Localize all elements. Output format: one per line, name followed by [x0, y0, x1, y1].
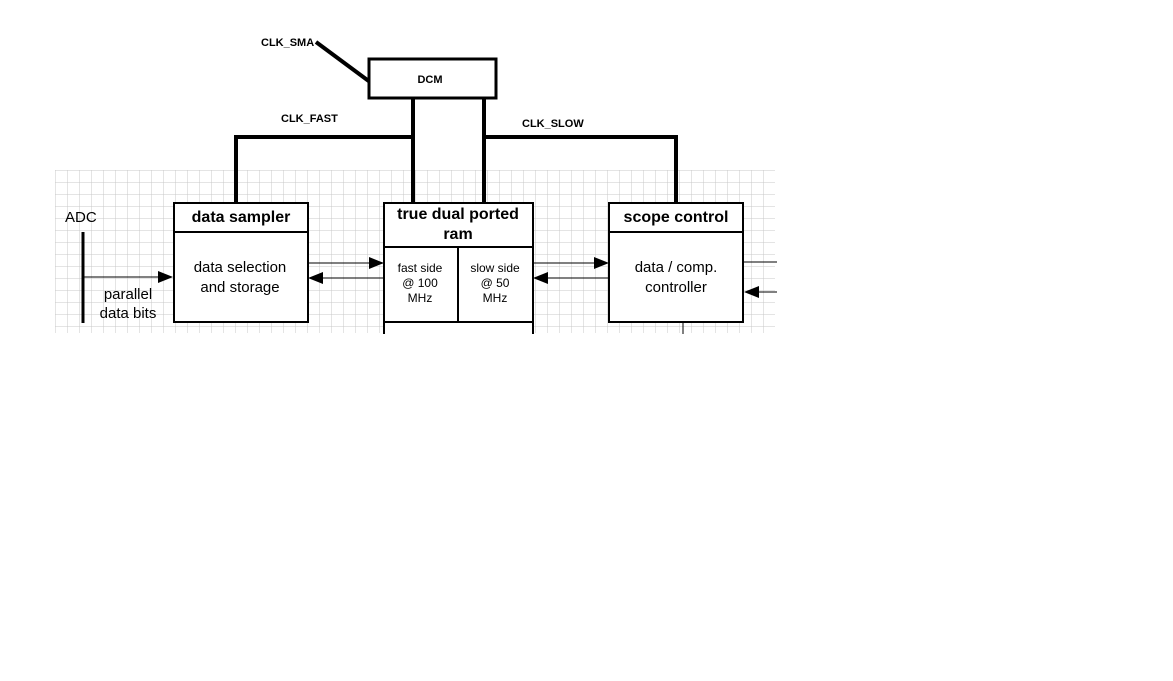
dual-ram-title-line2: ram	[443, 226, 472, 243]
fast-side-line3: MHz	[408, 291, 433, 305]
clk-fast-label: CLK_FAST	[281, 113, 338, 125]
scope-control-body-line2: controller	[645, 279, 707, 296]
dcm-label: DCM	[417, 74, 442, 86]
data-sampler-title: data sampler	[192, 209, 291, 226]
sampler-to-ram-arrowhead	[369, 257, 384, 269]
scope-control-block: scope control data / comp. controller	[608, 202, 744, 323]
parallel-label-line2: data bits	[100, 305, 157, 322]
clk-sma-label: CLK_SMA	[261, 37, 314, 49]
clock-wires	[234, 98, 678, 204]
adc-label: ADC	[65, 209, 97, 226]
fast-side-line1: fast side	[398, 261, 443, 275]
fast-side-line2: @ 100	[402, 276, 438, 290]
clk-slow-branch	[484, 135, 678, 204]
slow-side-line1: slow side	[470, 261, 520, 275]
scope-in-arrowhead	[744, 286, 759, 298]
clk-fast-branch	[234, 135, 413, 204]
scope-control-title: scope control	[624, 209, 729, 226]
dcm-box	[367, 57, 498, 100]
parallel-label-line1: parallel	[104, 286, 152, 303]
slow-side-line2: @ 50	[481, 276, 510, 290]
bottom-crop	[0, 334, 1173, 681]
data-sampler-body-line2: and storage	[200, 279, 279, 296]
dual-ram-block: true dual ported ram fast side @ 100 MHz…	[383, 202, 534, 344]
adc-data-arrowhead	[158, 271, 173, 283]
clk-sma-line	[314, 40, 372, 84]
clk-slow-label: CLK_SLOW	[522, 118, 584, 130]
data-sampler-body-line1: data selection	[194, 259, 287, 276]
data-sampler-block: data sampler data selection and storage	[173, 202, 309, 323]
dual-ram-title-line1: true dual ported	[397, 206, 519, 223]
scope-to-ram-arrowhead	[533, 272, 548, 284]
ram-to-sampler-arrowhead	[308, 272, 323, 284]
scope-control-body-line1: data / comp.	[635, 259, 718, 276]
slow-side-line3: MHz	[483, 291, 508, 305]
ram-to-scope-arrowhead	[594, 257, 609, 269]
